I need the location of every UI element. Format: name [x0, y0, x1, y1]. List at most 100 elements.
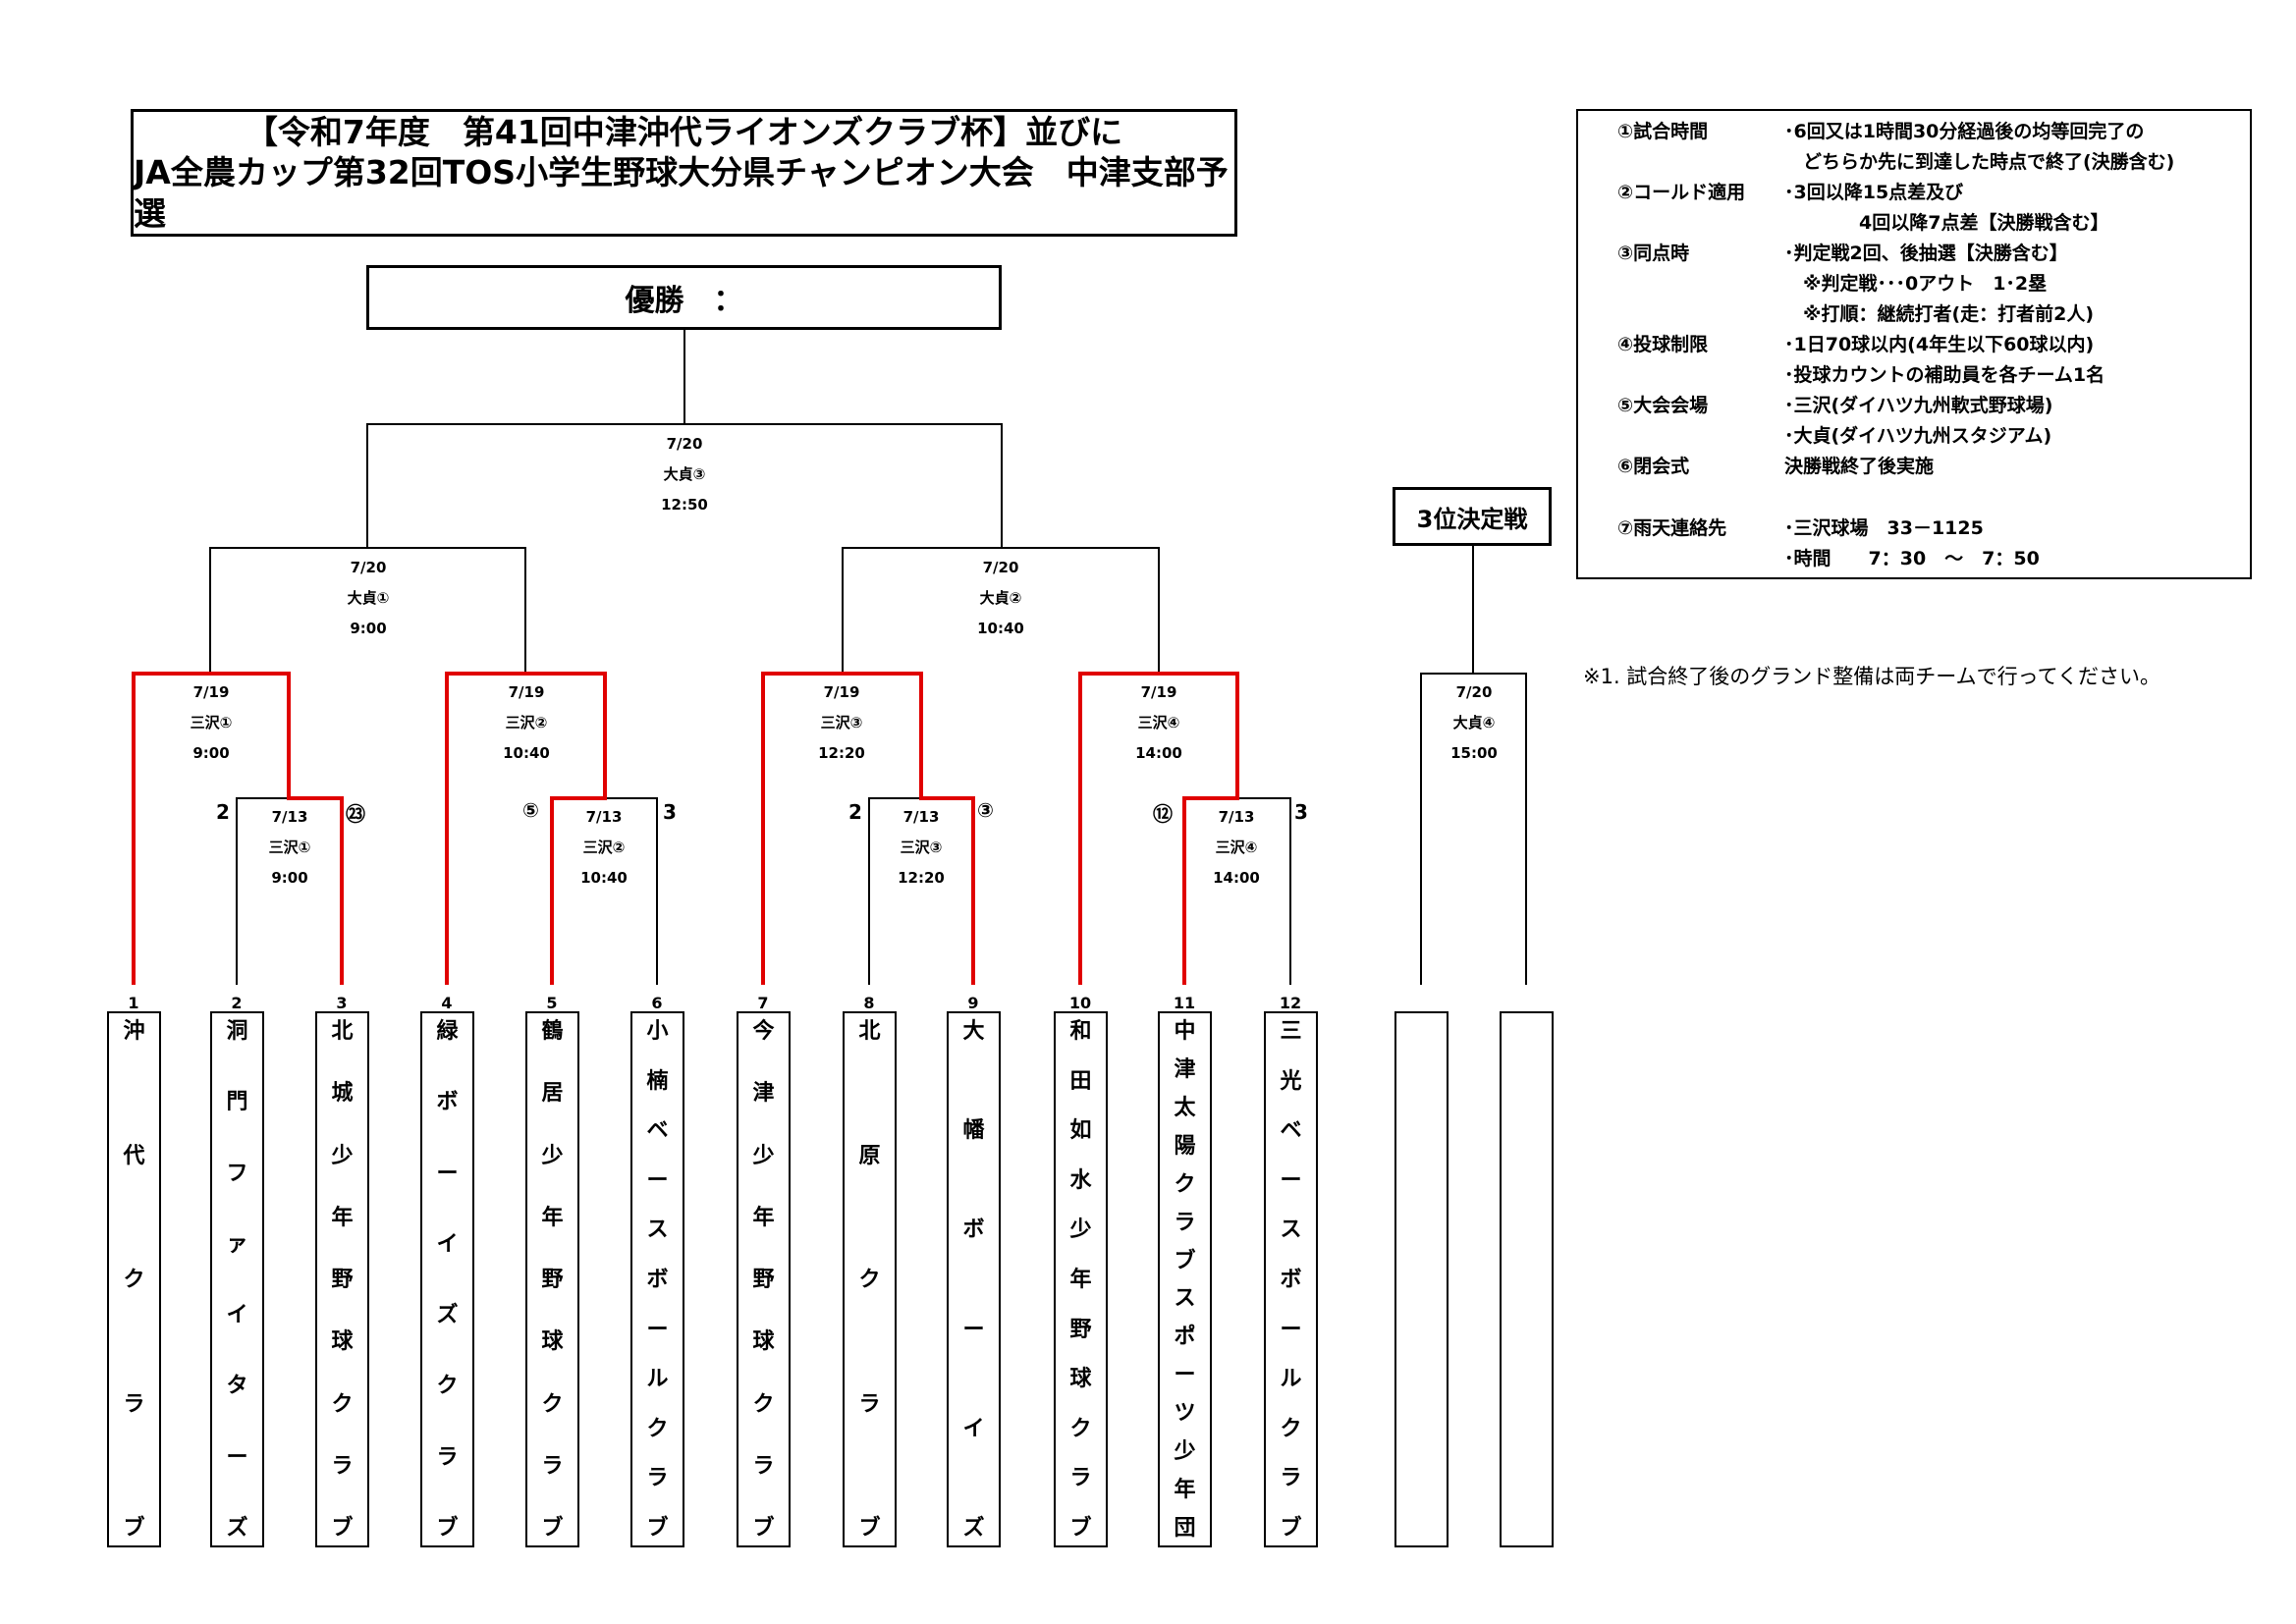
- team-name-char: ボ: [962, 1218, 985, 1243]
- match-venue: 三沢①: [268, 839, 311, 856]
- team-name-char: ラ: [858, 1391, 881, 1417]
- team-name-char: ル: [1280, 1367, 1302, 1392]
- match-time: 14:00: [1213, 869, 1260, 887]
- third-place-box: 3位決定戦: [1393, 487, 1552, 546]
- team-name-char: ラ: [752, 1453, 775, 1479]
- match-info-r1c: 7/13 三沢③ 12:20: [877, 802, 965, 893]
- team-name-char: 原: [858, 1143, 881, 1168]
- ground-maintenance-note: ※1. 試合終了後のグランド整備は両チームで行ってください。: [1583, 665, 2160, 688]
- team-name-char: ー: [1280, 1167, 1302, 1193]
- team-name-char: 城: [331, 1081, 354, 1107]
- team-name-char: ズ: [436, 1303, 459, 1328]
- title-line-2: JA全農カップ第32回TOS小学生野球大分県チャンピオン大会 中津支部予選: [134, 153, 1229, 233]
- match-date: 7/13: [902, 808, 940, 826]
- match-time: 12:20: [818, 744, 865, 762]
- team-name-char: ボ: [1280, 1267, 1302, 1292]
- team-name-char: ル: [646, 1367, 669, 1392]
- winner-label: 優勝 ：: [625, 284, 743, 318]
- team-name-box: 鶴居少年野球クラブ: [525, 1011, 579, 1547]
- team-name-char: 洞: [226, 1019, 248, 1044]
- match-info-r1d: 7/13 三沢④ 14:00: [1192, 802, 1281, 893]
- team-name-char: ー: [646, 1317, 669, 1342]
- team-name-char: ブ: [1174, 1248, 1196, 1273]
- rules-box: ①試合時間 ･6回又は1時間30分経過後の均等回完了の どちらか先に到達した時点…: [1576, 109, 2252, 579]
- team-name-char: ラ: [1280, 1466, 1302, 1491]
- third-place-slot: [1500, 1011, 1554, 1547]
- team-name-char: ブ: [436, 1515, 459, 1541]
- team-name-char: ク: [1174, 1171, 1196, 1197]
- match-date: 7/20: [350, 559, 387, 576]
- team-name-char: ポ: [1174, 1325, 1196, 1350]
- score-r1c-left: 2: [848, 800, 862, 824]
- rule-line: ※打順：継続打者(走：打者前2人): [1784, 303, 2095, 325]
- team-name-char: ク: [752, 1391, 775, 1417]
- title-line-1: 【令和7年度 第41回中津沖代ライオンズクラブ杯】並びに: [245, 113, 1123, 152]
- score-r1a-left: 2: [216, 800, 230, 824]
- team-name-char: 年: [752, 1205, 775, 1230]
- team-name-char: ー: [436, 1161, 459, 1186]
- team-name-char: 北: [858, 1019, 881, 1044]
- team-number: 7: [757, 994, 769, 1012]
- score-r1c-right: ③: [977, 798, 994, 822]
- team-name-char: ブ: [541, 1516, 564, 1541]
- team-name-char: 野: [1069, 1317, 1092, 1342]
- match-time: 9:00: [350, 620, 387, 637]
- score-r1d-left: ⑫: [1153, 802, 1173, 826]
- match-date: 7/13: [271, 808, 308, 826]
- team-name-char: ス: [646, 1218, 669, 1243]
- team-name-box: 和田如水少年野球クラブ: [1054, 1011, 1108, 1547]
- match-venue: 三沢④: [1137, 714, 1180, 731]
- winner-box: 優勝 ：: [366, 265, 1002, 330]
- team-name-char: 団: [1174, 1515, 1196, 1541]
- tournament-title: 【令和7年度 第41回中津沖代ライオンズクラブ杯】並びに JA全農カップ第32回…: [131, 109, 1237, 237]
- match-date: 7/13: [1218, 808, 1255, 826]
- match-date: 7/20: [982, 559, 1019, 576]
- match-time: 10:40: [977, 620, 1024, 637]
- team-name-char: 小: [646, 1019, 669, 1044]
- rule-line: ･三沢(ダイハツ九州軟式野球場): [1784, 395, 2053, 416]
- team-name-char: 楠: [646, 1068, 669, 1094]
- team-name-char: ー: [962, 1317, 985, 1342]
- team-name-char: 年: [331, 1205, 354, 1230]
- match-info-third: 7/20 大貞④ 15:00: [1430, 677, 1518, 769]
- team-name-char: ラ: [1174, 1210, 1196, 1235]
- match-venue: 三沢③: [900, 839, 943, 856]
- team-name-char: ラ: [541, 1453, 564, 1479]
- team-name-char: ボ: [646, 1267, 669, 1292]
- team-number: 11: [1173, 994, 1196, 1012]
- match-venue: 三沢④: [1215, 839, 1258, 856]
- match-venue: 大貞④: [1452, 714, 1496, 731]
- team-name-char: ブ: [1280, 1515, 1302, 1541]
- team-name-char: 鶴: [541, 1019, 564, 1044]
- team-name-box: 今津少年野球クラブ: [737, 1011, 791, 1547]
- rule-line: ･1日70球以内(4年生以下60球以内): [1784, 334, 2095, 355]
- team-name-char: 少: [1069, 1218, 1092, 1243]
- team-name-char: ブ: [331, 1516, 354, 1541]
- rule-line: ･三沢球場 33－1125: [1784, 517, 1984, 539]
- match-time: 12:50: [661, 496, 708, 514]
- rule-line: ･投球カウントの補助員を各チーム1名: [1784, 364, 2105, 386]
- team-name-char: ス: [1280, 1218, 1302, 1243]
- match-time: 9:00: [192, 744, 230, 762]
- team-name-char: 沖: [123, 1019, 145, 1044]
- team-name-char: タ: [226, 1374, 248, 1399]
- team-name-char: イ: [436, 1231, 459, 1257]
- team-name-char: 少: [541, 1143, 564, 1168]
- match-info-semi2: 7/20 大貞② 10:40: [957, 553, 1045, 644]
- team-name-char: 如: [1069, 1118, 1092, 1144]
- team-name-char: ボ: [436, 1090, 459, 1115]
- team-number: 4: [441, 994, 453, 1012]
- team-name-char: 中: [1174, 1019, 1196, 1044]
- team-name-char: 北: [331, 1019, 354, 1044]
- team-name-char: 球: [1069, 1367, 1092, 1392]
- third-place-label: 3位決定戦: [1416, 505, 1528, 533]
- team-name-box: 北城少年野球クラブ: [315, 1011, 369, 1547]
- team-name-char: 年: [541, 1205, 564, 1230]
- team-name-box: 大幡ボーイズ: [947, 1011, 1001, 1547]
- match-date: 7/19: [508, 683, 545, 701]
- team-name-char: ベ: [646, 1118, 669, 1144]
- third-place-slot: [1394, 1011, 1449, 1547]
- match-date: 7/19: [1140, 683, 1177, 701]
- rule-line: ･時間 7：30 ～ 7：50: [1784, 548, 2040, 569]
